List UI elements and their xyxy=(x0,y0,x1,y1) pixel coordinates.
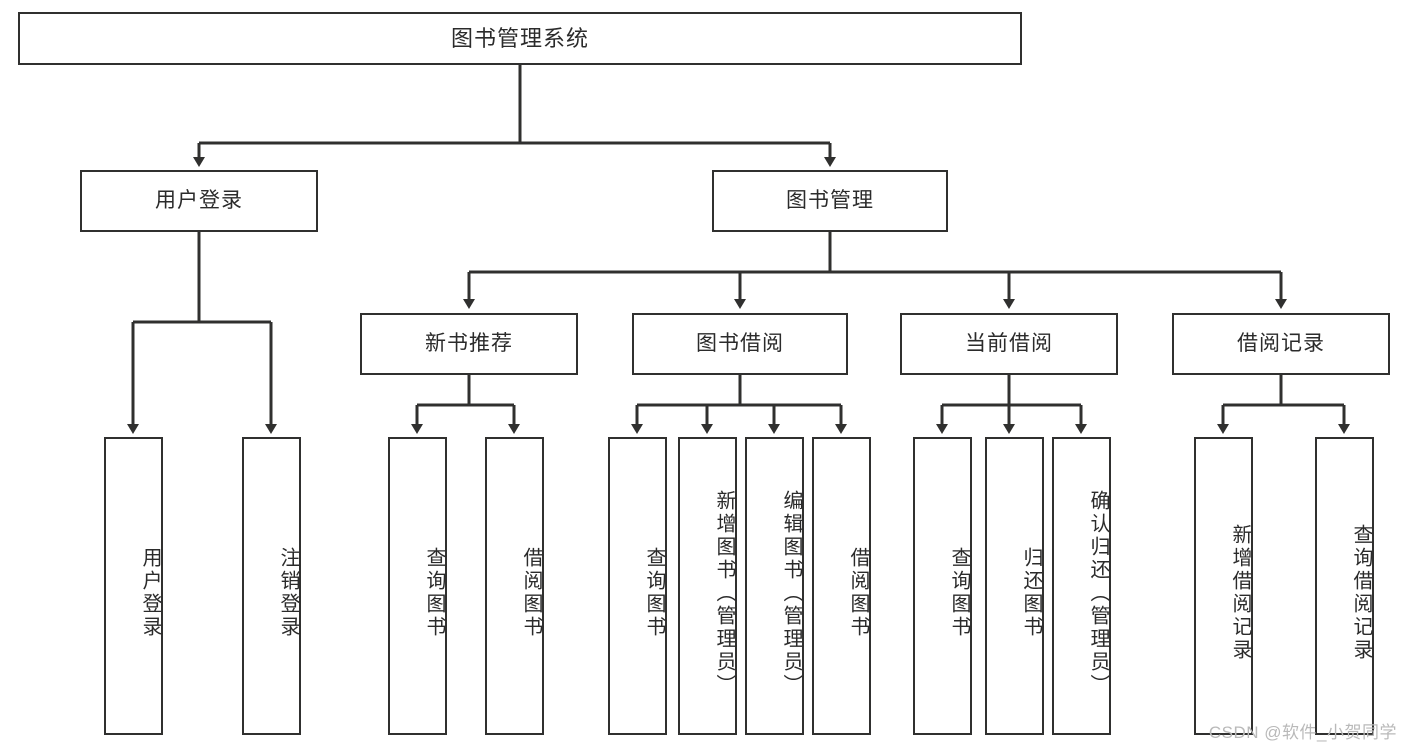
node-label: 查询借阅记录 xyxy=(1350,524,1372,662)
leaf-recommend-query-book[interactable]: 查询图书 xyxy=(388,437,447,735)
node-label: 用户登录 xyxy=(155,188,243,212)
node-current-borrow[interactable]: 当前借阅 xyxy=(900,313,1118,375)
node-label: 图书管理 xyxy=(786,188,874,212)
leaf-recommend-borrow-book[interactable]: 借阅图书 xyxy=(485,437,544,735)
node-label: 借阅记录 xyxy=(1237,331,1325,355)
leaf-borrow-borrow-book[interactable]: 借阅图书 xyxy=(812,437,871,735)
node-label: 查询图书 xyxy=(423,547,445,639)
node-label: 新书推荐 xyxy=(425,331,513,355)
node-label: 借阅图书 xyxy=(520,547,542,639)
leaf-current-return-book[interactable]: 归还图书 xyxy=(985,437,1044,735)
node-label: 编辑图书（管理员） xyxy=(780,489,802,697)
node-book-management[interactable]: 图书管理 xyxy=(712,170,948,232)
node-user-login[interactable]: 用户登录 xyxy=(80,170,318,232)
node-label: 图书借阅 xyxy=(696,331,784,355)
node-label: 确认归还（管理员） xyxy=(1087,489,1109,697)
node-label: 当前借阅 xyxy=(965,331,1053,355)
leaf-borrow-query-book[interactable]: 查询图书 xyxy=(608,437,667,735)
leaf-record-query-record[interactable]: 查询借阅记录 xyxy=(1315,437,1374,735)
leaf-borrow-edit-book[interactable]: 编辑图书（管理员） xyxy=(745,437,804,735)
leaf-current-query-book[interactable]: 查询图书 xyxy=(913,437,972,735)
node-label: 图书管理系统 xyxy=(450,25,589,51)
node-label: 新增图书（管理员） xyxy=(713,489,735,697)
leaf-user-login-logout[interactable]: 注销登录 xyxy=(242,437,301,735)
node-label: 注销登录 xyxy=(277,547,299,639)
leaf-record-add-record[interactable]: 新增借阅记录 xyxy=(1194,437,1253,735)
leaf-borrow-add-book[interactable]: 新增图书（管理员） xyxy=(678,437,737,735)
leaf-user-login-login[interactable]: 用户登录 xyxy=(104,437,163,735)
node-label: 查询图书 xyxy=(643,547,665,639)
node-label: 用户登录 xyxy=(139,547,161,639)
node-label: 新增借阅记录 xyxy=(1229,524,1251,662)
node-new-book-recommend[interactable]: 新书推荐 xyxy=(360,313,578,375)
node-label: 借阅图书 xyxy=(847,547,869,639)
node-root-system[interactable]: 图书管理系统 xyxy=(18,12,1022,65)
watermark: CSDN @软件_小贺同学 xyxy=(1208,723,1397,742)
node-book-borrow[interactable]: 图书借阅 xyxy=(632,313,848,375)
node-borrow-record[interactable]: 借阅记录 xyxy=(1172,313,1390,375)
node-label: 查询图书 xyxy=(948,547,970,639)
node-label: 归还图书 xyxy=(1020,547,1042,639)
leaf-current-confirm-return[interactable]: 确认归还（管理员） xyxy=(1052,437,1111,735)
